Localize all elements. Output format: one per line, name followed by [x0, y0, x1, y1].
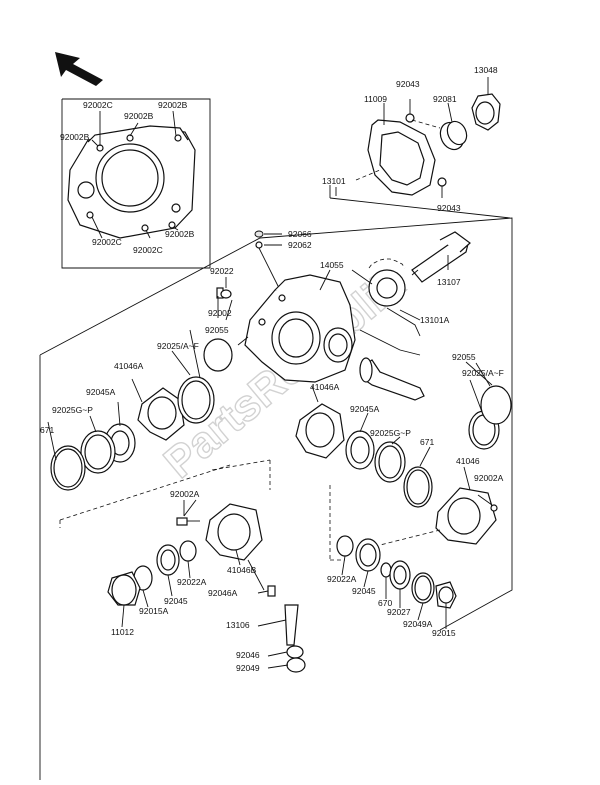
- label-671: 671: [40, 425, 54, 435]
- label-92055: 92055: [205, 325, 229, 335]
- label-92002b: 92002B: [158, 100, 188, 110]
- cover-inset-box: [61, 98, 211, 269]
- label-92055: 92055: [452, 352, 476, 362]
- lower-left-housing-group: [107, 459, 306, 673]
- label-92049a: 92049A: [403, 619, 433, 629]
- label-92002c: 92002C: [83, 100, 113, 110]
- label-92062: 92062: [288, 240, 312, 250]
- label-13048: 13048: [474, 65, 498, 75]
- part-labels: 92002C 92002B 92002B 92002B 92002C 92002…: [40, 65, 504, 673]
- label-92025gp: 92025G~P: [370, 428, 411, 438]
- label-11009: 11009: [364, 94, 387, 104]
- gear-case: [244, 269, 356, 383]
- label-92045a: 92045A: [350, 404, 380, 414]
- label-92022: 92022: [210, 266, 234, 276]
- drive-cover-group: [355, 77, 501, 198]
- label-13101: 13101: [322, 176, 346, 186]
- label-92046: 92046: [236, 650, 260, 660]
- label-92015a: 92015A: [139, 606, 169, 616]
- lower-right-parts-group: [336, 535, 457, 609]
- label-92002c: 92002C: [92, 237, 122, 247]
- label-92002b: 92002B: [165, 229, 195, 239]
- label-92045a: 92045A: [86, 387, 116, 397]
- label-92025gp: 92025G~P: [52, 405, 93, 415]
- label-92002a: 92002A: [474, 473, 504, 483]
- label-92081: 92081: [433, 94, 457, 104]
- main-assembly-outline: [39, 185, 513, 780]
- label-41046a: 41046A: [114, 361, 144, 371]
- label-92043: 92043: [396, 79, 420, 89]
- label-14055: 14055: [320, 260, 344, 270]
- label-41046b: 41046B: [227, 565, 257, 575]
- label-11012: 11012: [111, 627, 134, 637]
- label-41046a: 41046A: [310, 382, 340, 392]
- label-13101a: 13101A: [420, 315, 450, 325]
- label-13106: 13106: [226, 620, 250, 630]
- label-13107: 13107: [437, 277, 461, 287]
- label-92046a: 92046A: [208, 588, 238, 598]
- label-92049: 92049: [236, 663, 260, 673]
- right-housing-group: [329, 466, 498, 561]
- leader-lines: [121, 187, 493, 669]
- label-92002c: 92002C: [133, 245, 163, 255]
- label-92022a: 92022A: [177, 577, 207, 587]
- center-bearing-group: [295, 362, 512, 508]
- label-670: 670: [378, 598, 392, 608]
- label-92045: 92045: [352, 586, 376, 596]
- label-92002: 92002: [208, 308, 232, 318]
- label-92025af: 92025/A~F: [157, 341, 199, 351]
- label-92002b: 92002B: [60, 132, 90, 142]
- label-41046: 41046: [456, 456, 480, 466]
- label-671: 671: [420, 437, 434, 447]
- label-92066: 92066: [288, 229, 312, 239]
- label-92022a: 92022A: [327, 574, 357, 584]
- label-92025af: 92025/A~F: [462, 368, 504, 378]
- label-92002b: 92002B: [124, 111, 154, 121]
- label-92043: 92043: [437, 203, 461, 213]
- left-bearing-group: [47, 329, 249, 528]
- label-92027: 92027: [387, 607, 411, 617]
- bevel-gear-set: [359, 231, 471, 401]
- label-92002a: 92002A: [170, 489, 200, 499]
- front-direction-arrow-icon: [55, 52, 103, 86]
- label-92045: 92045: [164, 596, 188, 606]
- label-92015: 92015: [432, 628, 456, 638]
